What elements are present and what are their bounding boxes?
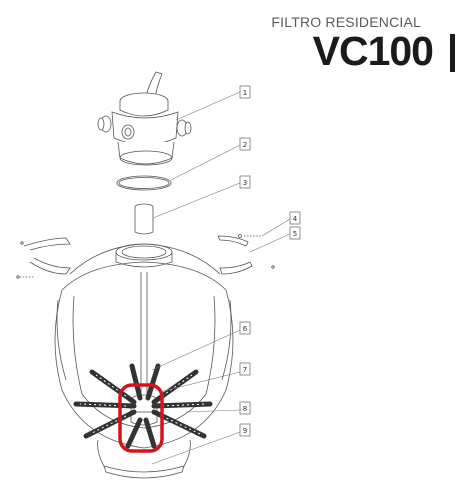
model-name: VC100 [312,28,434,74]
svg-text:9: 9 [243,427,247,435]
svg-text:6: 6 [243,325,248,333]
adapter [134,203,154,235]
filter-tank [54,243,234,479]
svg-text:7: 7 [243,366,247,374]
callout-3: 3 [239,175,251,189]
svg-text:5: 5 [293,230,297,238]
callout-boxes: 1 2 3 4 5 6 7 8 9 [239,85,301,437]
callout-2: 2 [239,137,251,151]
svg-text:4: 4 [293,215,298,223]
title-bar [450,34,455,72]
callout-4: 4 [289,211,301,225]
callout-5: 5 [289,226,301,240]
callout-7: 7 [239,362,251,376]
clamp-left [16,237,71,279]
svg-text:3: 3 [243,179,247,187]
svg-text:1: 1 [243,89,247,97]
svg-text:8: 8 [243,405,247,413]
callout-1: 1 [239,85,251,99]
highlight-box [118,383,164,453]
multiport-valve [97,71,192,166]
callout-8: 8 [239,401,251,415]
header: FILTRO RESIDENCIAL VC100 [271,14,455,74]
model-row: VC100 [271,28,455,74]
leader-lines [151,91,291,465]
callout-9: 9 [239,423,251,437]
central-pipe [140,272,148,402]
svg-text:2: 2 [243,141,247,149]
o-ring [116,175,172,191]
clamp-right [217,234,275,275]
product-subtitle: FILTRO RESIDENCIAL [271,14,421,30]
callout-6: 6 [239,321,251,335]
